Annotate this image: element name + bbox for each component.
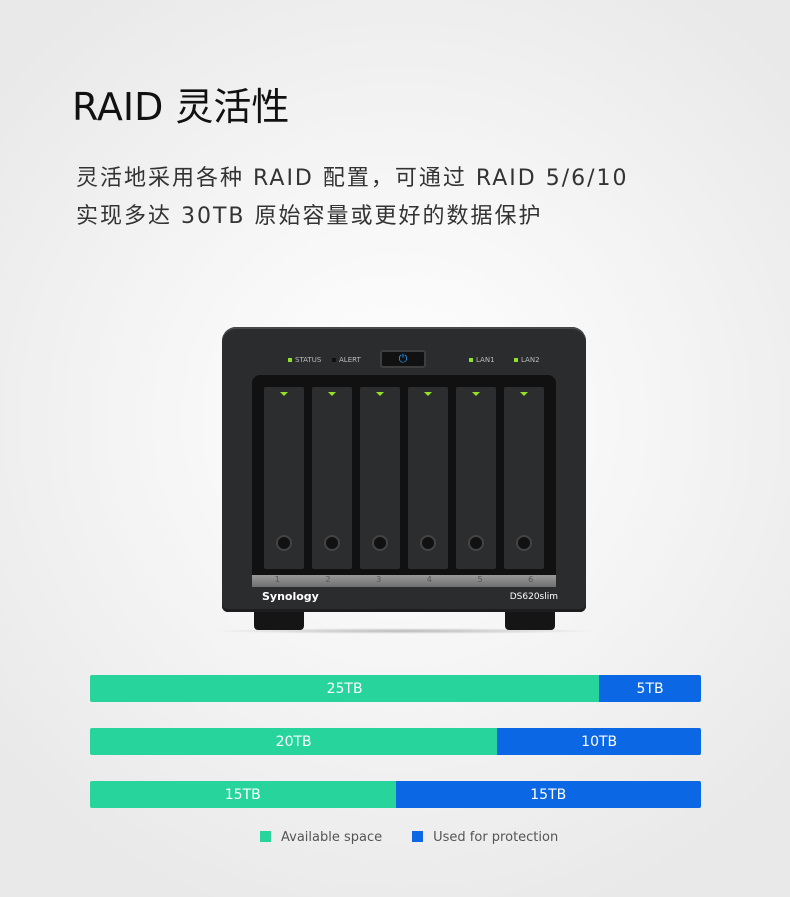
led-status: STATUS: [288, 356, 321, 364]
legend-swatch-blue: [412, 831, 424, 842]
drive-bay: [504, 387, 544, 569]
drive-bays: [252, 375, 556, 583]
drive-bay: [456, 387, 496, 569]
protection-segment: 5TB: [599, 675, 701, 702]
legend-available: Available space: [260, 830, 382, 845]
chart-legend: Available space Used for protection: [260, 830, 558, 845]
device-shadow: [210, 628, 600, 634]
drive-bay: [408, 387, 448, 569]
device-foot: [254, 612, 304, 630]
protection-segment: 10TB: [497, 728, 701, 755]
legend-swatch-green: [260, 831, 271, 842]
device-foot: [505, 612, 555, 630]
model-label: DS620slim: [509, 592, 558, 602]
protection-segment: 15TB: [395, 781, 701, 808]
page-title: RAID 灵活性: [72, 85, 290, 129]
brand-logo: Synology: [262, 590, 319, 603]
drive-bay: [312, 387, 352, 569]
power-icon: ⏻: [380, 350, 426, 368]
description: 灵活地采用各种 RAID 配置，可通过 RAID 5/6/10 实现多达 30T…: [76, 160, 736, 236]
available-segment: 15TB: [90, 781, 396, 808]
legend-protection: Used for protection: [412, 830, 558, 845]
led-lan1: LAN1: [469, 356, 495, 364]
drive-bay: [360, 387, 400, 569]
description-line-1: 灵活地采用各种 RAID 配置，可通过 RAID 5/6/10: [76, 166, 629, 191]
available-segment: 25TB: [90, 675, 600, 702]
available-segment: 20TB: [90, 728, 498, 755]
led-alert: ALERT: [332, 356, 361, 364]
description-line-2: 实现多达 30TB 原始容量或更好的数据保护: [76, 204, 543, 229]
drive-bay: [264, 387, 304, 569]
led-lan2: LAN2: [514, 356, 540, 364]
